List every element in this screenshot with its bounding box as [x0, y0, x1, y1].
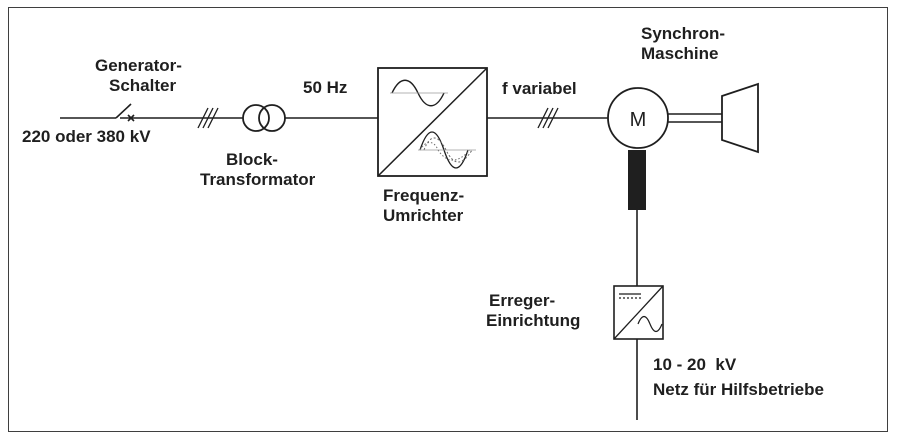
exciter-bar	[628, 150, 646, 210]
three-phase-mark-icon	[537, 107, 559, 129]
generator-switch-label: Generator- Schalter	[95, 56, 182, 96]
exciter-label-line1: Erreger-	[489, 291, 556, 310]
motor-icon: M	[607, 87, 669, 149]
transformer-icon	[242, 104, 286, 132]
input-frequency-label: 50 Hz	[303, 78, 348, 97]
three-phase-mark-icon	[197, 107, 219, 129]
aux-network-label: Netz für Hilfsbetriebe	[653, 380, 824, 399]
exciter-label-line2: Einrichtung	[486, 311, 581, 330]
shaft-icon	[668, 113, 722, 123]
frequency-converter-label-line1: Frequenz-	[383, 186, 465, 205]
input-voltage-label: 220 oder 380 kV	[22, 127, 151, 146]
generator-switch-label-line2: Schalter	[109, 76, 177, 95]
frequency-converter-label-line2: Umrichter	[383, 206, 464, 225]
turbine-icon	[721, 82, 759, 154]
synchronous-machine-label-line1: Synchron-	[641, 24, 726, 43]
diagram-frame	[8, 7, 888, 432]
frequency-converter-label: Frequenz- Umrichter	[383, 186, 464, 226]
block-transformer-label-line1: Block-	[226, 150, 278, 169]
block-transformer-label-line2: Transformator	[200, 170, 316, 189]
synchronous-machine-label-line2: Maschine	[641, 44, 719, 63]
synchronous-machine-label: Synchron- Maschine	[641, 24, 725, 64]
frequency-converter-icon	[377, 67, 488, 177]
exciter-label: Erreger- Einrichtung	[486, 291, 580, 331]
motor-symbol: M	[630, 109, 647, 131]
generator-switch-label-line1: Generator-	[95, 56, 182, 75]
block-transformer-label: Block- Transformator	[200, 150, 315, 190]
exciter-converter-icon	[613, 285, 664, 340]
aux-voltage-label: 10 - 20 kV	[653, 355, 737, 374]
generator-switch-icon	[115, 103, 135, 122]
variable-frequency-label: f variabel	[502, 79, 577, 98]
